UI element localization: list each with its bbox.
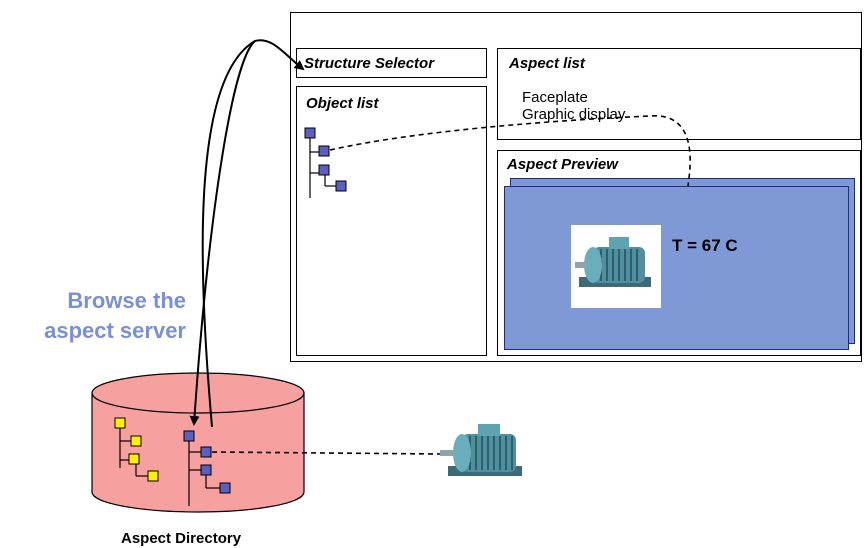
aspect-list-title: Aspect list bbox=[509, 55, 585, 72]
tree-node-icon bbox=[114, 417, 126, 429]
motor-image bbox=[438, 412, 532, 494]
temperature-readout: T = 67 C bbox=[672, 236, 738, 255]
structure-selector-panel[interactable]: Structure Selector bbox=[296, 48, 487, 78]
tree-node-icon bbox=[200, 464, 212, 476]
structure-selector-title: Structure Selector bbox=[304, 55, 435, 72]
tree-node-icon bbox=[200, 446, 212, 458]
aspect-item-faceplate[interactable]: Faceplate bbox=[522, 89, 588, 106]
aspect-list-panel[interactable]: Aspect list Faceplate Graphic display bbox=[497, 48, 861, 140]
aspect-item-graphic-display[interactable]: Graphic display bbox=[522, 106, 626, 123]
arrow-to-directory bbox=[189, 40, 256, 426]
dashed-link-directory-to-motor bbox=[211, 451, 441, 455]
electric-motor-icon bbox=[440, 424, 522, 476]
aspect-preview-title: Aspect Preview bbox=[507, 156, 618, 173]
tree-node-icon bbox=[130, 435, 142, 447]
object-list-title: Object list bbox=[306, 95, 379, 112]
aspect-directory-label: Aspect Directory bbox=[121, 530, 242, 547]
tree-node-icon bbox=[219, 482, 231, 494]
tree-node-icon bbox=[128, 453, 140, 465]
aspect-list-items: Faceplate Graphic display bbox=[522, 89, 625, 123]
tree-node-icon bbox=[147, 470, 159, 482]
browse-label-line2: aspect server bbox=[44, 318, 186, 343]
arrow-to-structure-selector bbox=[201, 39, 305, 428]
electric-motor-icon bbox=[575, 237, 651, 287]
browse-label: Browse the aspect server bbox=[8, 286, 186, 346]
browse-label-line1: Browse the bbox=[67, 288, 186, 313]
blue-tree-directory bbox=[183, 430, 231, 506]
tree-node-icon bbox=[183, 430, 195, 442]
preview-motor-image bbox=[571, 225, 661, 308]
object-list-panel[interactable]: Object list bbox=[296, 86, 487, 356]
preview-window-front bbox=[504, 186, 849, 350]
yellow-tree bbox=[114, 417, 159, 482]
